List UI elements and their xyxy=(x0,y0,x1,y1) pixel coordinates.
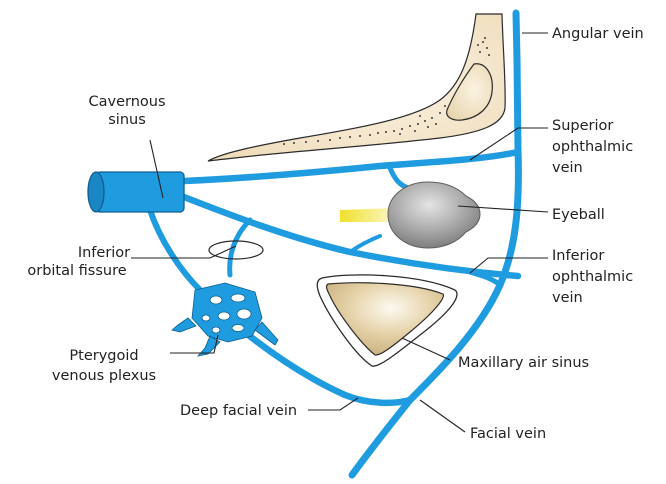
label-cavernous-sinus-line2: sinus xyxy=(108,112,146,128)
label-inferior-orbital-fissure-line2: orbital fissure xyxy=(27,263,126,279)
labels: Angular vein Cavernous sinus Superior op… xyxy=(27,26,643,442)
label-angular-vein: Angular vein xyxy=(552,26,644,42)
eyeball-drainage xyxy=(350,236,380,252)
optic-nerve xyxy=(340,208,394,222)
label-deep-facial-vein: Deep facial vein xyxy=(180,403,297,419)
ophthalmic-branch xyxy=(390,168,408,188)
cavernous-sinus-shape xyxy=(88,172,184,212)
label-inferior-ophthalmic-line1: Inferior xyxy=(552,248,604,264)
label-cavernous-sinus-line1: Cavernous xyxy=(88,94,165,110)
label-inferior-ophthalmic-line2: ophthalmic xyxy=(552,269,633,285)
maxillary-sinus xyxy=(317,275,457,366)
eyeball-group xyxy=(340,182,480,248)
eyeball xyxy=(388,182,480,248)
label-pterygoid-line2: venous plexus xyxy=(52,368,156,384)
label-inferior-orbital-fissure-line1: Inferior xyxy=(78,245,130,261)
cavernous-drainage xyxy=(150,210,200,290)
label-superior-ophthalmic-line3: vein xyxy=(552,160,583,176)
label-superior-ophthalmic-line2: ophthalmic xyxy=(552,139,633,155)
label-eyeball: Eyeball xyxy=(552,207,605,223)
label-inferior-ophthalmic-line3: vein xyxy=(552,290,583,306)
label-pterygoid-line1: Pterygoid xyxy=(69,348,138,364)
frontal-bone xyxy=(208,14,505,161)
label-maxillary-air-sinus: Maxillary air sinus xyxy=(458,355,589,371)
label-superior-ophthalmic-line1: Superior xyxy=(552,118,613,134)
label-facial-vein: Facial vein xyxy=(470,426,546,442)
